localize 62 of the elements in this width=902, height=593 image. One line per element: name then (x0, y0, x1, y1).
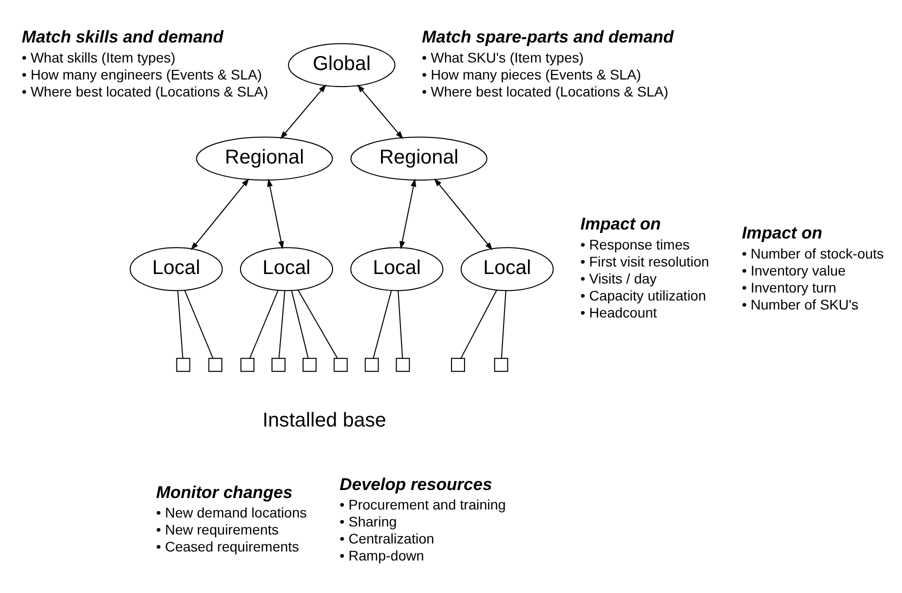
arrow (357, 84, 404, 139)
node-ellipse: Local (350, 246, 444, 291)
node-box (396, 357, 410, 372)
arrow (267, 178, 284, 249)
label: • How many engineers (Events & SLA) (22, 66, 262, 82)
node-box (364, 357, 379, 372)
node-ellipse: Regional (350, 136, 488, 180)
node-box (334, 357, 348, 372)
node-ellipse: Global (288, 42, 396, 87)
label: • What skills (Item types) (22, 48, 176, 65)
node-box (240, 357, 254, 372)
label: • How many pieces (Events & SLA) (422, 66, 642, 82)
label: • Where best located (Locations & SLA) (422, 82, 668, 99)
node-box (176, 357, 190, 372)
label: • Where best located (Locations & SLA) (22, 82, 268, 99)
connector (249, 290, 279, 358)
node-ellipse: Local (460, 246, 554, 291)
label: • Inventory turn (742, 278, 836, 295)
label: Develop resources (340, 474, 492, 494)
connector (278, 290, 286, 358)
node-ellipse: Local (240, 246, 334, 291)
label: Match skills and demand (22, 27, 224, 46)
arrow (190, 178, 250, 250)
label: Monitor changes (156, 482, 292, 502)
label: • New demand locations (156, 504, 307, 520)
connector (398, 290, 404, 358)
label: Installed base (262, 409, 386, 432)
node-box (208, 357, 222, 372)
label: Impact on (742, 223, 822, 242)
connector (460, 289, 498, 358)
node-box (302, 357, 317, 372)
node-box (451, 357, 466, 372)
label: • Ceased requirements (156, 538, 299, 554)
label: • Response times (580, 236, 690, 252)
connector (177, 290, 184, 358)
label: • First visit resolution (580, 252, 710, 269)
connector (291, 290, 309, 358)
label: • Inventory value (742, 262, 846, 278)
label: Match spare-parts and demand (422, 27, 674, 46)
label: • Sharing (340, 513, 397, 530)
arrow (400, 178, 416, 249)
node-ellipse: Regional (196, 136, 333, 180)
label: • What SKU's (Item types) (422, 48, 584, 65)
connector (372, 290, 392, 358)
label: • Headcount (580, 304, 657, 320)
node-box (271, 357, 286, 372)
connector (298, 289, 338, 358)
arrow (434, 178, 493, 250)
arrow (280, 84, 326, 139)
label: • New requirements (156, 521, 279, 538)
label: • Centralization (340, 530, 434, 546)
node-ellipse: Local (130, 246, 223, 291)
label: • Procurement and training (340, 496, 506, 512)
label: • Number of stock-outs (742, 244, 884, 261)
label: Impact on (580, 214, 661, 234)
connector (184, 290, 214, 358)
label: • Ramp-down (340, 547, 424, 564)
label: • Number of SKU's (742, 296, 858, 312)
node-box (494, 357, 508, 372)
connector (501, 290, 506, 358)
label: • Capacity utilization (580, 286, 706, 303)
label: • Visits / day (580, 270, 657, 286)
